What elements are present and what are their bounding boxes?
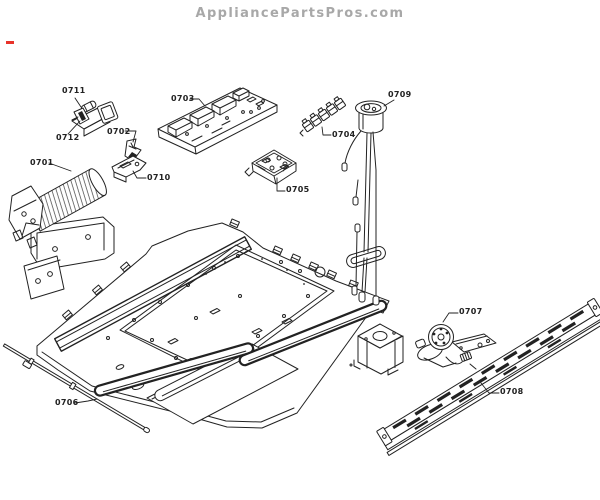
- support-channel-drawing: [349, 323, 404, 376]
- part-callout-0707: 0707: [459, 307, 483, 316]
- part-callout-0708: 0708: [500, 387, 524, 396]
- part-callout-0705: 0705: [286, 185, 310, 194]
- part-callout-0710: 0710: [147, 173, 171, 182]
- holder-bracket-0712-drawing: [71, 101, 119, 137]
- temperature-sensor-0709-drawing: [341, 100, 387, 306]
- blower-motor-0701-drawing: [8, 168, 115, 300]
- part-callout-0702: 0702: [107, 127, 131, 136]
- vent-rail-0708-drawing: [376, 298, 600, 456]
- part-callout-0706: 0706: [55, 398, 79, 407]
- part-callout-0704: 0704: [332, 130, 356, 139]
- callout-leader-lines: [48, 97, 500, 404]
- part-callout-0701: 0701: [30, 158, 54, 167]
- relay-module-0705-drawing: [244, 149, 297, 185]
- red-corner-mark: [6, 41, 14, 44]
- rod-0706-drawing: [2, 343, 150, 434]
- base-panel-drawing: [36, 218, 390, 429]
- watermark-text: AppliancePartsPros.com: [195, 6, 405, 21]
- part-callout-0703: 0703: [171, 94, 195, 103]
- part-callout-0711: 0711: [62, 86, 86, 95]
- latch-motor-0707-drawing: [415, 324, 497, 370]
- part-callout-0709: 0709: [388, 90, 412, 99]
- terminal-block-0704-drawing: [299, 96, 346, 137]
- part-callout-0712: 0712: [56, 133, 80, 142]
- control-board-0703-drawing: [157, 87, 278, 155]
- bracket-0710-drawing: [111, 155, 147, 183]
